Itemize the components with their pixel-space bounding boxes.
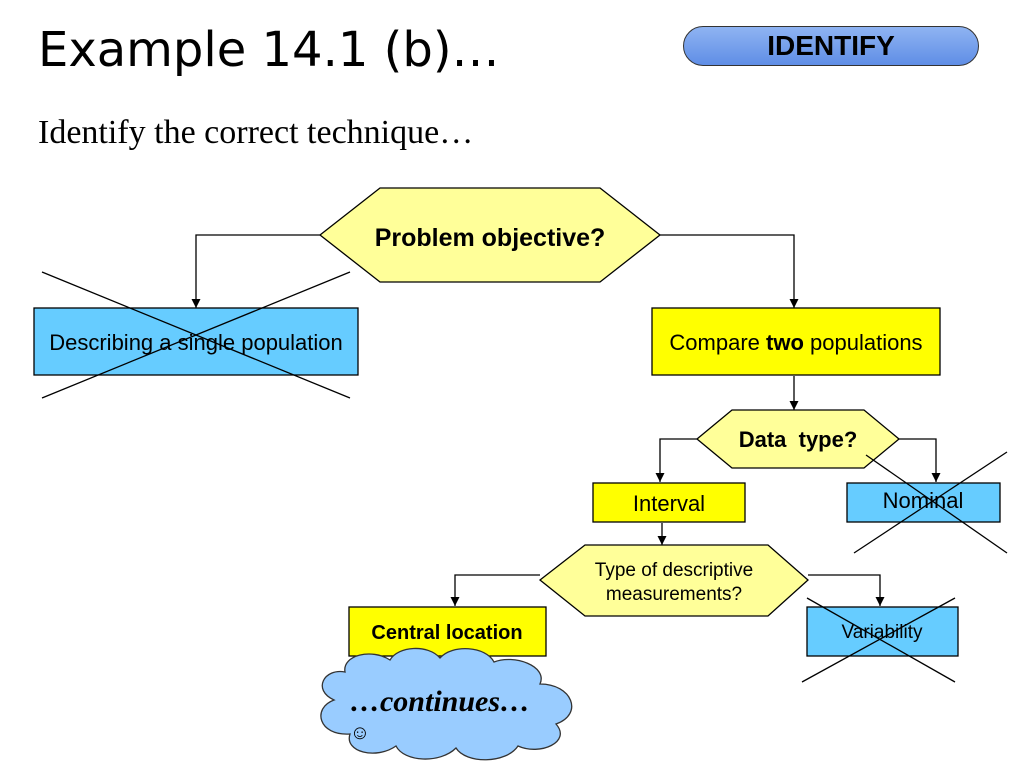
connector-to-interval [655,438,697,482]
page-title: Example 14.1 (b)… [38,22,500,78]
descriptive-line2: measurements? [606,584,742,605]
interval-node: Interval [592,482,746,523]
connectors [191,234,941,606]
interval-label: Interval [633,491,705,516]
compare-two-node: Compare two populations [651,307,941,376]
cross-single-b [41,271,351,399]
identify-badge: IDENTIFY [683,26,979,66]
subtitle: Identify the correct technique… [38,114,474,151]
cross-variability-b [801,597,956,683]
connector-to-variability [808,574,885,606]
problem-objective-label: Problem objective? [375,224,606,252]
continues-cloud: …continues… ☺ [320,647,573,761]
nominal-label: Nominal [883,488,964,513]
cross-nominal-b [853,451,1008,554]
cross-variability-a [806,597,956,683]
variability-node: Variability [806,606,959,657]
connector-to-nominal [899,438,941,482]
cross-out-marks [41,271,1008,683]
central-location-label: Central location [371,622,522,644]
cross-nominal-a [865,454,1008,554]
data-type-node: Data type? [695,409,901,469]
continues-text: …continues… [350,685,530,718]
descriptive-line1: Type of descriptive [595,560,753,581]
problem-objective-node: Problem objective? [318,187,662,283]
nominal-node: Nominal [846,482,1001,523]
smiley-icon: ☺ [350,722,370,744]
descriptive-measurements-node: Type of descriptive measurements? [538,544,809,617]
connector-to-central [450,574,540,606]
central-location-node: Central location [348,606,547,657]
compare-two-label: Compare two populations [669,330,922,355]
connector-to-single [191,234,320,308]
data-type-label: Data type? [739,427,858,452]
describing-single-label: Describing a single population [49,330,343,355]
connector-to-two [660,234,799,308]
describing-single-node: Describing a single population [33,307,359,376]
